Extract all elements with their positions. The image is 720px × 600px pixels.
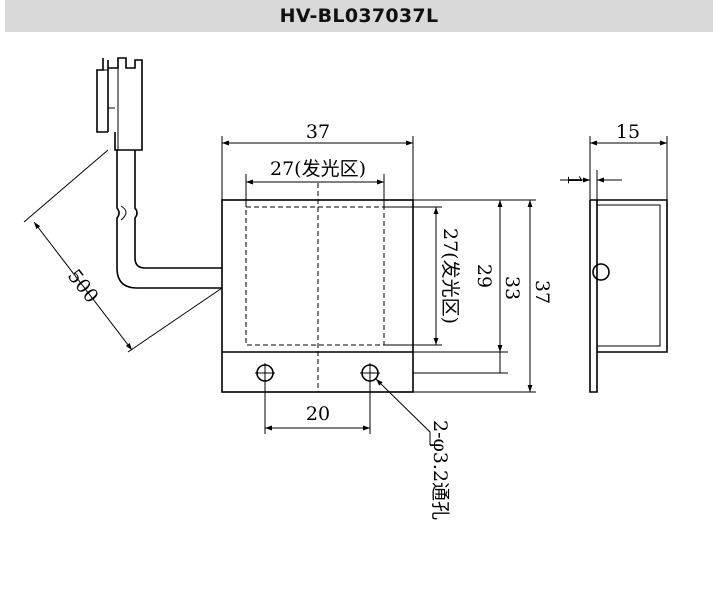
side-thickness-dimension: 1 <box>560 170 622 200</box>
side-hole <box>592 263 610 281</box>
width-37-dimension: 37 <box>221 121 414 200</box>
height-29-label: 29 <box>473 264 495 288</box>
emitting-height-label: 27(发光区) <box>439 228 461 324</box>
hole-spacing-label: 20 <box>306 403 330 425</box>
side-view <box>589 199 668 393</box>
front-view <box>221 183 414 393</box>
side-thickness-label: 1 <box>563 174 585 186</box>
hole-callout: 2-φ3.2通孔 <box>375 378 451 520</box>
cable-length-dimension: 500 <box>23 149 223 353</box>
right-dimensions: 27(发光区) 29 33 37 <box>384 199 553 393</box>
side-depth-label: 15 <box>616 121 640 143</box>
side-depth-dimension: 15 <box>589 121 668 200</box>
cable <box>116 150 222 289</box>
cable-length-label: 500 <box>63 265 103 307</box>
emitting-width-dimension: 27(发光区) <box>245 158 385 207</box>
width-37-label: 37 <box>306 121 330 143</box>
hole-note-label: 2-φ3.2通孔 <box>429 420 451 520</box>
title-bar: HV-BL037037L <box>5 0 713 32</box>
emitting-width-label: 27(发光区) <box>270 158 366 180</box>
model-title: HV-BL037037L <box>279 5 439 27</box>
hole-spacing-dimension: 20 <box>264 381 371 434</box>
height-37-label: 37 <box>531 280 553 304</box>
connector <box>96 57 143 151</box>
height-33-label: 33 <box>501 276 523 300</box>
